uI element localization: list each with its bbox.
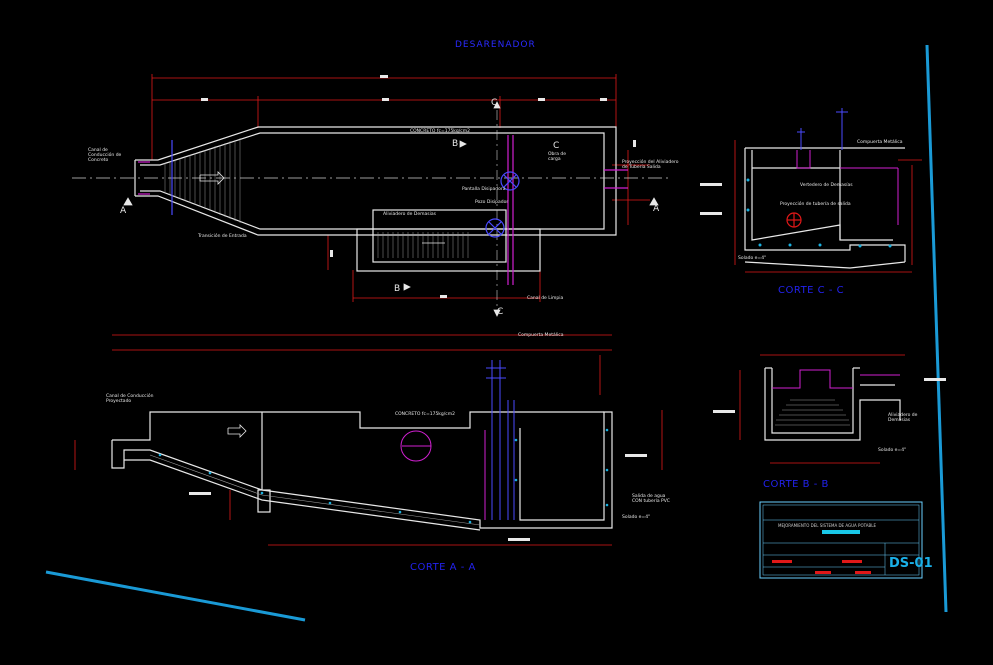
section-bb-title: CORTE B - B [763, 479, 829, 490]
sheet-border [45, 44, 948, 622]
section-bb [713, 354, 946, 464]
section-mark-a-right: A [653, 204, 660, 214]
aa-label-canal: Canal de Conducción Proyectado [106, 394, 154, 404]
plan-label-canal: Canal de Conducción de Concreto [88, 148, 122, 163]
plan-label-pantalla: Pantalla Disipadora [462, 187, 506, 192]
aa-label-concreto: CONCRETO fc=175kg/cm2 [395, 412, 456, 417]
section-aa [74, 334, 663, 546]
plan-label-transicion: Transición de Entrada [198, 234, 247, 239]
bb-label-aliviadero: Aliviadero de Demasias [888, 413, 918, 423]
section-mark-c-mid: C [553, 141, 560, 151]
title-block-code: DS-01 [889, 556, 933, 571]
cc-label-proyeccion: Proyección de tubería de salida [780, 202, 851, 207]
section-aa-title: CORTE A - A [410, 562, 476, 573]
bb-label-solado: Solado e=4" [878, 448, 907, 453]
plan-label-pozo: Pozo Disipador [475, 200, 509, 205]
cc-label-compuerta: Compuerta Metálica [857, 140, 903, 145]
cc-label-solado: Solado e=4" [738, 256, 767, 261]
section-cc-title: CORTE C - C [778, 285, 845, 296]
title-block [759, 501, 923, 579]
section-mark-b-top: B [452, 139, 459, 149]
section-mark-c-top: C [491, 98, 498, 108]
aa-label-compuerta: Compuerta Metálica [518, 333, 564, 338]
plan-label-canal-limpia: Canal de Limpia [527, 296, 564, 301]
plan-label-aliviadero: Aliviadero de Demasias [383, 212, 436, 217]
section-mark-b-bottom: B [394, 284, 401, 294]
title-block-project: MEJORAMIENTO DEL SISTEMA DE AGUA POTABLE [778, 523, 876, 528]
plan-label-proyeccion: Proyección del Aliviadero de Tubería Sal… [622, 160, 679, 170]
aa-label-solado: Solado e=4" [622, 515, 651, 520]
drawing-header: DESARENADOR [455, 40, 536, 50]
section-cc [700, 108, 922, 273]
section-mark-a-left: A [120, 206, 127, 216]
aa-label-salida: Salida de agua CON tubería PVC [632, 494, 670, 504]
cc-label-vertedero: Vertedero de Demasías [800, 183, 853, 188]
plan-label-obra-carga: Obra de carga [548, 152, 567, 162]
plan-view [72, 74, 672, 317]
section-mark-c-bottom: C [497, 307, 504, 317]
plan-label-concreto: CONCRETO fc=175kg/cm2 [410, 129, 471, 134]
